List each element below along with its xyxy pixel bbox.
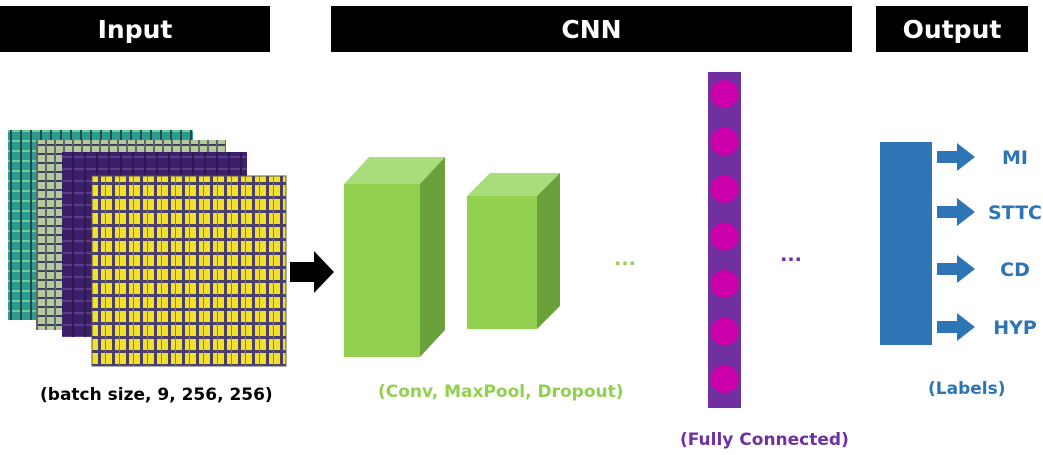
output-label: HYP (993, 317, 1037, 339)
fc-node (710, 175, 739, 203)
output-label: MI (1002, 147, 1028, 169)
input-arrow-icon (290, 251, 334, 293)
fc-ellipsis: ... (780, 244, 802, 266)
input-image-stack (8, 130, 287, 367)
output-labels: MI STTC CD HYP (937, 143, 1042, 341)
output-arrow-icon (937, 143, 975, 171)
conv-block-2 (467, 173, 560, 329)
fully-connected-layer (708, 72, 741, 408)
output-label: STTC (988, 202, 1042, 224)
input-channel-4 (91, 175, 287, 367)
fc-node (710, 317, 739, 346)
input-header: Input (0, 6, 270, 52)
labels-caption: (Labels) (928, 379, 1006, 399)
fc-node (710, 222, 739, 251)
output-block (880, 142, 932, 345)
output-header: Output (876, 6, 1028, 52)
output-arrow-icon (937, 198, 975, 226)
output-arrow-icon (937, 313, 975, 341)
fc-node (710, 127, 739, 156)
conv-ellipsis: ... (614, 248, 636, 270)
fc-node (710, 365, 739, 393)
fc-caption: (Fully Connected) (680, 430, 849, 450)
output-label: CD (1000, 259, 1030, 281)
fc-node (710, 80, 739, 108)
conv-caption: (Conv, MaxPool, Dropout) (378, 382, 624, 402)
conv-block-1 (344, 157, 445, 357)
input-shape-caption: (batch size, 9, 256, 256) (40, 385, 273, 405)
fc-node (710, 270, 739, 298)
output-arrow-icon (937, 255, 975, 283)
cnn-header: CNN (331, 6, 852, 52)
